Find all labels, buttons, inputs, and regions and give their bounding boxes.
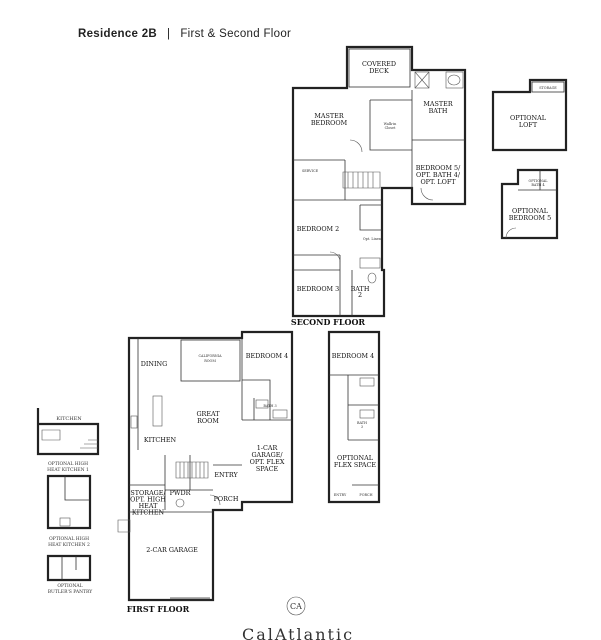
header-separator: | [167, 28, 171, 40]
loft-storage-label: STORAGE [539, 86, 557, 90]
bedroom4-label: BEDROOM 4 [246, 352, 288, 360]
dining-label: DINING [141, 360, 167, 368]
linen-note: Opt. Linen [363, 237, 382, 241]
logo-mark: CA [290, 602, 302, 611]
brand-name: CalAtlantic [242, 625, 354, 640]
powder-room-label: PWDR [170, 489, 191, 497]
kitchen-option-title: KITCHEN [56, 416, 82, 422]
kitchen-label: KITCHEN [144, 436, 177, 444]
flex-porch-label: PORCH [359, 493, 372, 497]
first-floor-title: FIRST FLOOR [127, 604, 190, 614]
plan-header: Residence 2B | First & Second Floor [78, 28, 291, 40]
flex-bedroom4-label: BEDROOM 4 [332, 352, 374, 360]
second-floor-title: SECOND FLOOR [291, 317, 365, 327]
residence-title: Residence 2B [78, 28, 158, 40]
brand-logo: CA CalAtlantic [242, 596, 354, 640]
bath3-label: BATH 3 [263, 404, 276, 408]
bedroom3-label: BEDROOM 3 [297, 285, 339, 293]
garage2-label: 2-CAR GARAGE [146, 546, 198, 554]
flex-entry-label: ENTRY [334, 493, 347, 497]
floors-subtitle: First & Second Floor [180, 28, 292, 40]
bedroom2-label: BEDROOM 2 [297, 225, 339, 233]
service-label: SERVICE [302, 169, 319, 173]
entry-label: ENTRY [214, 471, 238, 479]
bedroom5-opt-label: BEDROOM 5/OPT. BATH 4/OPT. LOFT [416, 164, 461, 186]
porch-label: PORCH [214, 495, 239, 503]
